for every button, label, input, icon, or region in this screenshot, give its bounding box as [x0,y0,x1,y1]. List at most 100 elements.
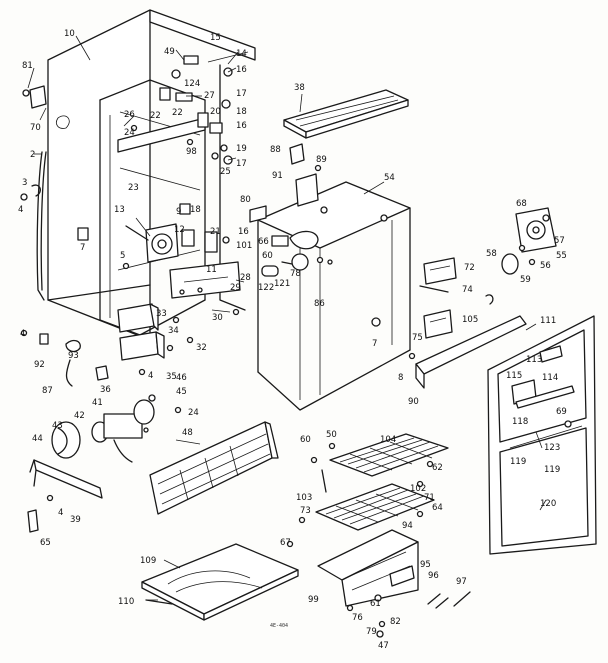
callout-15: 15 [210,33,221,43]
callout-64: 64 [432,503,443,513]
callout-65: 65 [40,538,51,548]
callout-71: 71 [424,493,435,503]
leader-lines [27,35,547,601]
callout-93: 93 [68,351,79,361]
callout-17: 17 [236,89,247,99]
callout-120: 120 [540,499,556,509]
callout-58: 58 [486,249,497,259]
damper-assembly [485,207,557,305]
callout-30: 30 [212,313,223,323]
fresh-food-liner [257,181,411,411]
diagram-stamp: 4E-404 [270,623,288,629]
callout-80: 80 [240,195,251,205]
callout-4: 4 [58,508,63,518]
callout-76: 76 [352,613,363,623]
callout-56: 56 [540,261,551,271]
callout-68: 68 [516,199,527,209]
callout-97: 97 [456,577,467,587]
callout-14: 14 [236,49,247,59]
callout-32: 32 [196,343,207,353]
callout-25: 25 [220,167,231,177]
callout-91: 91 [272,171,283,181]
callout-121: 121 [274,279,290,289]
callout-90: 90 [408,397,419,407]
control-bracket [169,261,241,316]
condenser-fan-assembly [51,394,182,463]
callout-50: 50 [326,430,337,440]
callout-94: 94 [402,521,413,531]
callout-39: 39 [70,515,81,525]
crisper-drawer [286,529,471,638]
callout-labels: 10 81 70 2 3 4 7 49 15 14 124 16 17 27 2… [18,29,567,651]
fan-bracket [27,459,103,533]
callout-5: 5 [120,251,125,261]
callout-57: 57 [554,236,565,246]
callout-103: 103 [296,493,312,503]
callout-41: 41 [92,398,103,408]
callout-67: 67 [280,538,291,548]
callout-70: 70 [30,123,41,133]
callout-29: 29 [230,283,241,293]
base-grille [149,421,279,515]
callout-59: 59 [520,275,531,285]
callout-89: 89 [316,155,327,165]
callout-73: 73 [300,506,311,516]
callout-38: 38 [294,83,305,93]
callout-81: 81 [22,61,33,71]
callout-18: 18 [190,205,201,215]
callout-105: 105 [462,315,478,325]
callout-46: 46 [176,373,187,383]
callout-102: 102 [410,484,426,494]
callout-82: 82 [390,617,401,627]
callout-23: 23 [128,183,139,193]
callout-79: 79 [366,627,377,637]
callout-66: 66 [258,237,269,247]
callout-47: 47 [378,641,389,651]
callout-99: 99 [308,595,319,605]
callout-22: 22 [172,108,183,118]
callout-115: 115 [506,371,522,381]
callout-86: 86 [314,299,325,309]
drip-tray [141,543,299,621]
thermostat-parts [261,230,333,277]
callout-34: 34 [168,326,179,336]
callout-60: 60 [300,435,311,445]
callout-18: 18 [236,107,247,117]
callout-92: 92 [34,360,45,370]
callout-16: 16 [238,227,249,237]
callout-110: 110 [118,597,134,607]
callout-54: 54 [384,173,395,183]
callout-36: 36 [100,385,111,395]
callout-27: 27 [204,91,215,101]
callout-11: 11 [206,265,217,275]
callout-88: 88 [270,145,281,155]
callout-26: 26 [124,110,135,120]
evaporator-fan-assembly [122,223,230,270]
relay-boxes [117,303,194,361]
callout-4: 4 [148,371,153,381]
callout-22: 22 [150,111,161,121]
callout-78: 78 [290,269,301,279]
callout-75: 75 [412,333,423,343]
callout-74: 74 [462,285,473,295]
callout-43: 43 [52,421,63,431]
callout-12: 12 [174,225,185,235]
callout-122: 122 [258,283,274,293]
callout-7: 7 [80,243,85,253]
callout-96: 96 [428,571,439,581]
callout-16: 16 [236,65,247,75]
callout-28: 28 [240,273,251,283]
callout-48: 48 [182,428,193,438]
callout-55: 55 [556,251,567,261]
callout-19: 19 [236,144,247,154]
callout-9: 9 [176,207,181,217]
callout-118: 118 [512,417,528,427]
drain-parts [20,329,146,387]
callout-69: 69 [556,407,567,417]
callout-87: 87 [42,386,53,396]
callout-42: 42 [74,411,85,421]
callout-24: 24 [188,408,199,418]
callout-62: 62 [432,463,443,473]
callout-10: 10 [64,29,75,39]
